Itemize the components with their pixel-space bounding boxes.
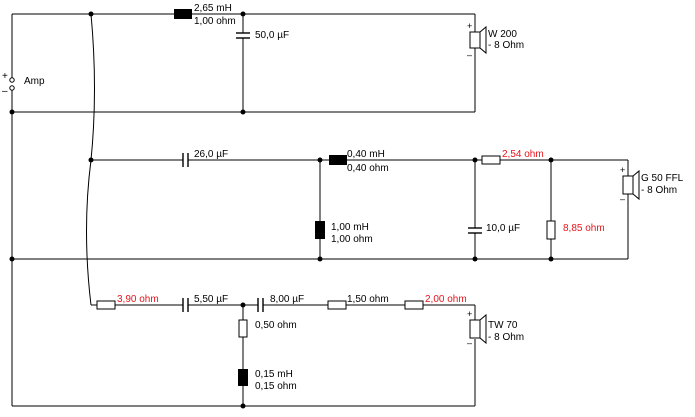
c2-value-label: 26,0 µF	[194, 149, 228, 160]
inductor-l3	[315, 221, 325, 239]
l2-resistance-label: 0,40 ohm	[347, 163, 389, 174]
amp-label: Amp	[24, 76, 45, 87]
r6-value-label: 0,50 ohm	[255, 320, 297, 331]
c1-value-label: 50,0 µF	[255, 30, 289, 41]
resistor-r1	[481, 155, 501, 165]
resistor-r3	[96, 300, 116, 310]
w200-impedance-label: - 8 Ohm	[488, 40, 524, 51]
c4-value-label: 5,50 µF	[194, 294, 228, 305]
resistor-r6	[238, 319, 248, 338]
r3-value-label: 3,90 ohm	[117, 294, 159, 305]
midrange-branch	[9, 153, 629, 262]
amp-plus-sign: +	[2, 71, 8, 82]
resistor-r5	[404, 300, 424, 310]
g50-impedance-label: - 8 Ohm	[641, 185, 677, 196]
g50-minus: –	[620, 194, 625, 204]
tw70-name-label: TW 70	[488, 320, 518, 331]
l1-value-label: 2,65 mH	[194, 3, 232, 14]
r2-value-label: 8,85 ohm	[563, 223, 605, 234]
speaker-g50-icon: + –	[620, 165, 640, 204]
amp-terminals: + – Amp	[2, 14, 45, 406]
w200-minus: –	[467, 50, 472, 60]
w200-name-label: W 200	[488, 29, 517, 40]
l2-value-label: 0,40 mH	[347, 149, 385, 160]
w200-plus: +	[467, 21, 472, 31]
resistor-r2	[546, 220, 556, 240]
c5-value-label: 8,00 µF	[270, 294, 304, 305]
tw70-minus: –	[467, 338, 472, 348]
inductor-l4	[238, 369, 248, 386]
inductor-l2	[329, 155, 347, 165]
l3-resistance-label: 1,00 ohm	[331, 234, 373, 245]
tweeter-branch	[12, 298, 476, 409]
r5-value-label: 2,00 ohm	[425, 294, 467, 305]
woofer-branch	[9, 9, 476, 115]
resistor-r4	[327, 300, 347, 310]
speaker-tw70-icon: + –	[467, 309, 487, 348]
amp-minus-sign: –	[2, 86, 8, 97]
g50-name-label: G 50 FFL	[641, 173, 684, 184]
speaker-w200-icon: + –	[467, 21, 487, 60]
tw70-plus: +	[467, 309, 472, 319]
tw70-impedance-label: - 8 Ohm	[488, 332, 524, 343]
c3-value-label: 10,0 µF	[486, 223, 520, 234]
r1-value-label: 2,54 ohm	[502, 149, 544, 160]
l3-value-label: 1,00 mH	[331, 222, 369, 233]
g50-plus: +	[620, 165, 625, 175]
l4-value-label: 0,15 mH	[255, 369, 293, 380]
l1-resistance-label: 1,00 ohm	[194, 16, 236, 27]
r4-value-label: 1,50 ohm	[347, 294, 389, 305]
l4-resistance-label: 0,15 ohm	[255, 381, 297, 392]
inductor-l1	[174, 9, 192, 19]
